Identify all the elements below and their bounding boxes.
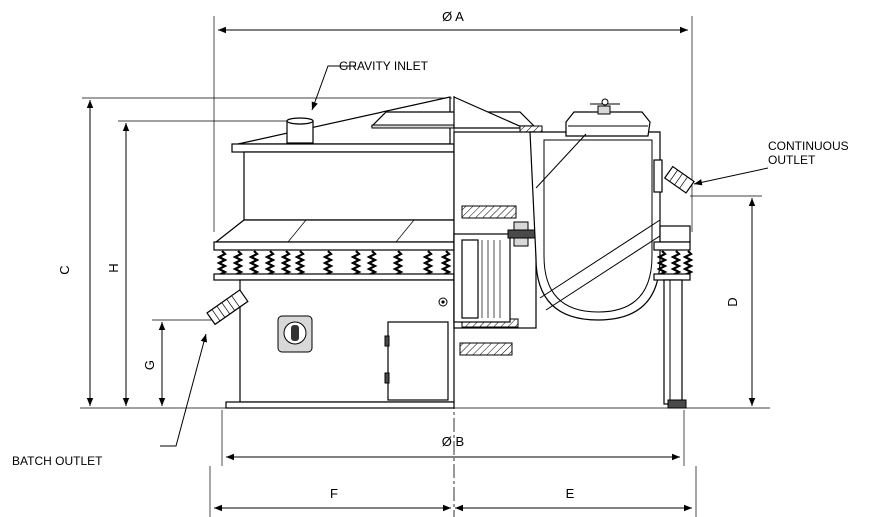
spring-coil [670, 250, 682, 276]
dimension-h-label: H [106, 263, 121, 272]
dimension-f-label: F [330, 486, 338, 501]
spring-coil [350, 250, 362, 276]
batch-outlet-callout: BATCH OUTLET [12, 333, 208, 468]
spring-coil [216, 250, 228, 276]
spring-coil [294, 250, 306, 276]
spring-bank [216, 250, 452, 276]
gravity-inlet-label: GRAVITY INLET [339, 59, 429, 73]
dimension-f-e: F E [209, 466, 697, 517]
gravity-inlet-callout: GRAVITY INLET [311, 59, 429, 111]
dimension-h: H [106, 120, 290, 406]
sifter-exterior-half [206, 96, 455, 409]
dimension-b-label: Ø B [442, 434, 464, 449]
dimension-c-label: C [57, 265, 72, 274]
continuous-outlet-callout: CONTINUOUS OUTLET [693, 139, 849, 186]
spring-coil [264, 250, 276, 276]
continuous-outlet-label-line1: CONTINUOUS [768, 139, 849, 153]
dimension-d: D [690, 195, 762, 406]
spring-coil [232, 250, 244, 276]
sifter-section-half [370, 96, 695, 409]
spring-coil [280, 250, 292, 276]
dimension-a-label: Ø A [442, 9, 464, 24]
dimension-c: C [57, 97, 452, 406]
spring-coil [366, 250, 378, 276]
spring-coil [682, 250, 694, 276]
spring-coil [440, 250, 452, 276]
dimension-e-label: E [566, 486, 575, 501]
dimension-g-label: G [142, 360, 157, 370]
spring-bank [656, 250, 694, 276]
spring-coil [422, 250, 434, 276]
spring-coil [322, 250, 334, 276]
batch-outlet-label: BATCH OUTLET [12, 454, 103, 468]
continuous-outlet-label-line2: OUTLET [768, 153, 816, 167]
dimension-g: G [142, 319, 212, 406]
dimension-b: Ø B [221, 410, 685, 466]
spring-coil [656, 250, 668, 276]
spring-coil [392, 250, 404, 276]
spring-coil [248, 250, 260, 276]
dimension-d-label: D [725, 297, 740, 306]
